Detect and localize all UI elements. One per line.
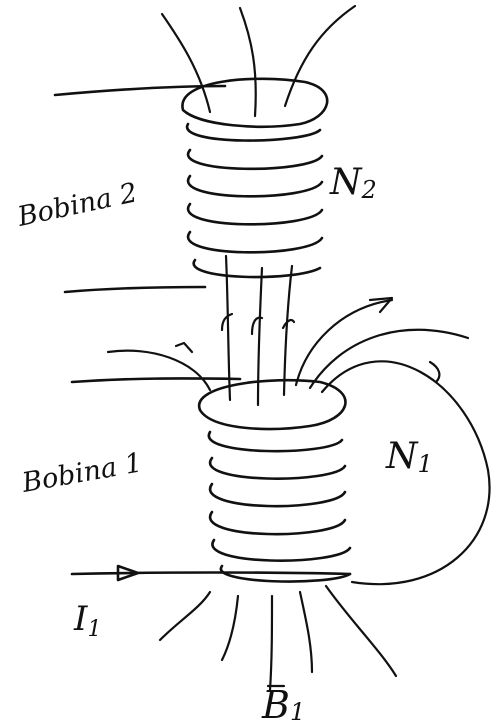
n1-letter: N bbox=[385, 436, 419, 477]
coil-1-label: Bobina 1 bbox=[19, 447, 145, 499]
field-line bbox=[282, 264, 294, 397]
coil-1-top-ellipse bbox=[197, 378, 347, 431]
coil-1 bbox=[70, 377, 352, 583]
field-line bbox=[294, 298, 394, 387]
coil-1-turn bbox=[208, 456, 347, 480]
coil-2-label: Bobina 2 bbox=[14, 177, 140, 233]
field-line bbox=[106, 349, 212, 392]
field-line bbox=[320, 360, 491, 586]
coil-1-lead-in bbox=[70, 377, 242, 384]
field-letter: B bbox=[261, 683, 290, 723]
n2-letter: N bbox=[329, 162, 363, 203]
field-line bbox=[158, 590, 212, 642]
coil-1-field-lines-top bbox=[106, 296, 491, 586]
field-line bbox=[308, 328, 470, 390]
coil-1-turn bbox=[208, 482, 347, 508]
n2-label: N2 bbox=[329, 162, 377, 204]
field-line bbox=[324, 584, 398, 678]
arrowhead bbox=[220, 312, 234, 332]
coil-2-turn bbox=[192, 258, 322, 279]
field-label: B1 bbox=[261, 683, 305, 723]
arrowhead bbox=[281, 318, 296, 330]
coil-1-field-lines-bottom bbox=[158, 584, 398, 692]
arrowhead bbox=[428, 360, 441, 384]
coupling-field-lines bbox=[220, 254, 296, 407]
coil-2-top-ellipse bbox=[181, 77, 329, 128]
coil-2-lead-out bbox=[63, 285, 207, 294]
field-line bbox=[160, 12, 212, 114]
current-subscript: 1 bbox=[87, 617, 101, 642]
current-label: I1 bbox=[73, 599, 101, 642]
n1-label: N1 bbox=[385, 436, 433, 478]
field-line bbox=[238, 6, 257, 118]
field-line bbox=[268, 594, 274, 692]
coil-2-turn bbox=[186, 230, 324, 254]
coil-2-turn bbox=[186, 174, 324, 198]
field-line bbox=[283, 4, 357, 108]
field-subscript: 1 bbox=[290, 698, 305, 723]
current-arrowhead bbox=[116, 564, 140, 582]
coil-2 bbox=[53, 77, 329, 294]
coil-1-turn bbox=[208, 510, 347, 536]
coil-2-turn bbox=[186, 202, 324, 226]
coil-2-turn bbox=[186, 122, 322, 142]
coil-1-turn bbox=[207, 430, 344, 453]
field-line bbox=[224, 254, 232, 402]
coil-1-turn bbox=[211, 538, 352, 562]
coil-1-lead-out bbox=[70, 571, 352, 576]
arrowhead bbox=[250, 316, 264, 336]
coil-2-field-lines bbox=[160, 4, 357, 118]
field-line bbox=[220, 594, 240, 662]
field-line bbox=[256, 266, 264, 407]
arrowhead bbox=[174, 341, 194, 354]
current-letter: I bbox=[73, 599, 88, 639]
n2-subscript: 2 bbox=[361, 176, 377, 204]
n1-subscript: 1 bbox=[418, 450, 433, 478]
arrowhead bbox=[368, 296, 394, 314]
field-line bbox=[298, 590, 314, 674]
coil-2-turn bbox=[186, 148, 324, 171]
